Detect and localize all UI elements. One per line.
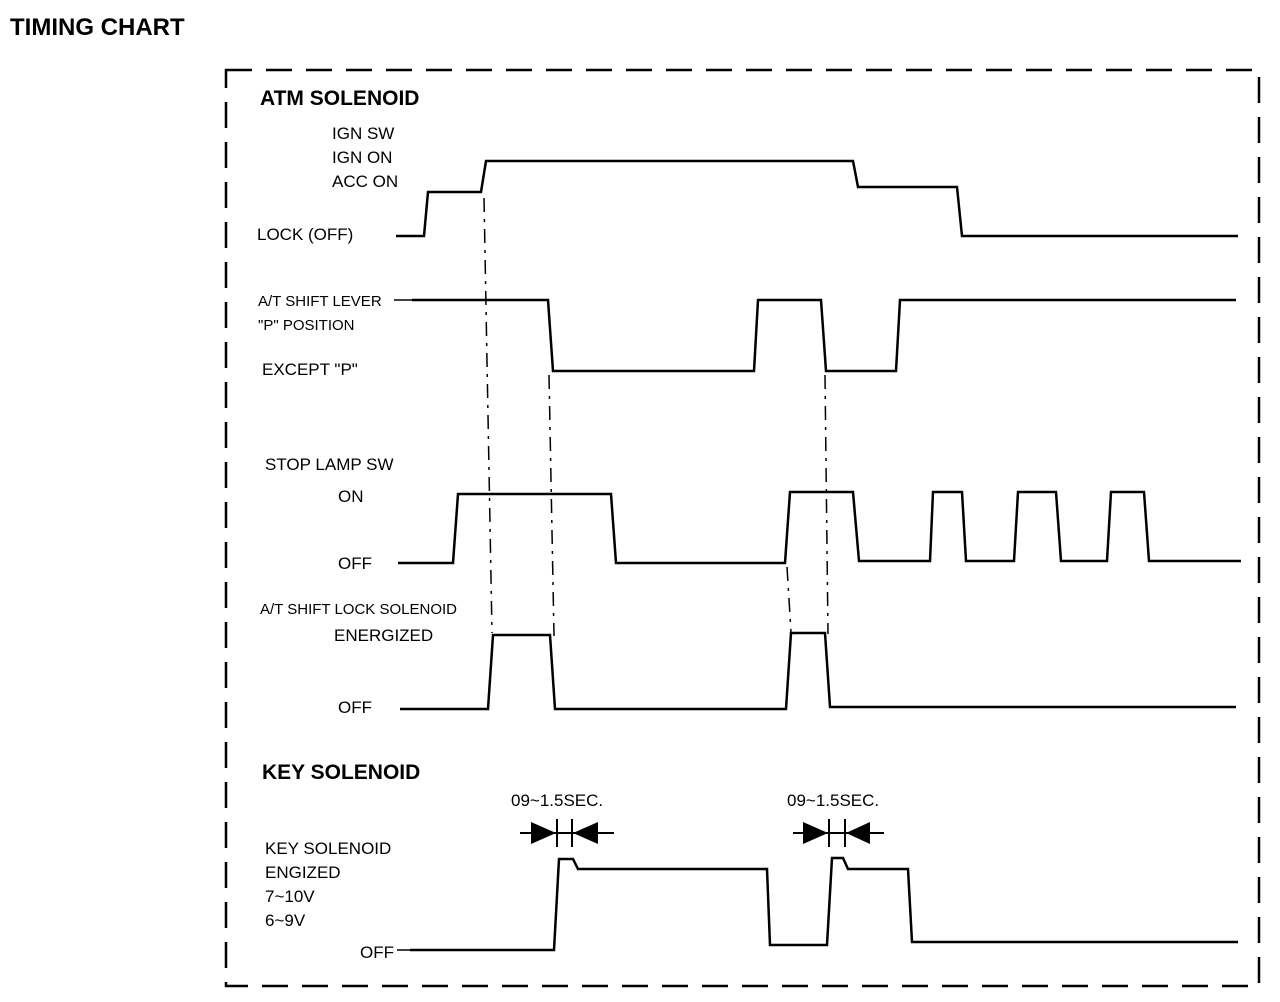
shift-lever-label: A/T SHIFT LEVER <box>258 293 382 310</box>
guide-line-shift-in <box>824 374 829 635</box>
stop-lamp-off-label: OFF <box>338 554 372 573</box>
shift-lever-waveform <box>412 298 1236 373</box>
ign-sw-label: IGN SW <box>332 124 394 143</box>
key-energized-label: ENGIZED <box>265 863 341 882</box>
guide-line-ign-on <box>483 197 493 634</box>
stop-lamp-on-label: ON <box>338 487 364 506</box>
key-off-label: OFF <box>360 943 394 962</box>
key-dim-marker-2 <box>793 819 884 847</box>
lock-off-label: LOCK (OFF) <box>257 225 353 244</box>
ign-on-label: IGN ON <box>332 148 392 167</box>
atm-solenoid-heading: ATM SOLENOID <box>260 87 419 110</box>
guide-line-shift-out <box>548 374 555 637</box>
key-solenoid-waveform <box>410 856 1238 952</box>
stop-lamp-label: STOP LAMP SW <box>265 455 394 474</box>
key-solenoid-heading: KEY SOLENOID <box>262 761 420 784</box>
key-solenoid-label: KEY SOLENOID <box>265 839 391 858</box>
acc-on-label: ACC ON <box>332 172 398 191</box>
except-p-label: EXCEPT "P" <box>262 360 358 379</box>
ign-sw-waveform <box>396 159 1238 238</box>
p-position-label: "P" POSITION <box>258 317 355 334</box>
key-dim-marker-1 <box>520 819 614 847</box>
key-dim-label-1: 09~1.5SEC. <box>511 791 603 810</box>
guide-line-stop-on <box>786 566 792 633</box>
chart-frame <box>224 68 1261 988</box>
stop-lamp-waveform <box>398 490 1241 565</box>
page-title: TIMING CHART <box>10 14 185 41</box>
key-voltage-1-label: 7~10V <box>265 887 315 906</box>
key-voltage-2-label: 6~9V <box>265 911 306 930</box>
shift-lock-energized-label: ENERGIZED <box>334 626 433 645</box>
key-dim-label-2: 09~1.5SEC. <box>787 791 879 810</box>
shift-lock-waveform <box>400 631 1236 711</box>
shift-lock-label: A/T SHIFT LOCK SOLENOID <box>260 601 457 618</box>
shift-lock-off-label: OFF <box>338 698 372 717</box>
